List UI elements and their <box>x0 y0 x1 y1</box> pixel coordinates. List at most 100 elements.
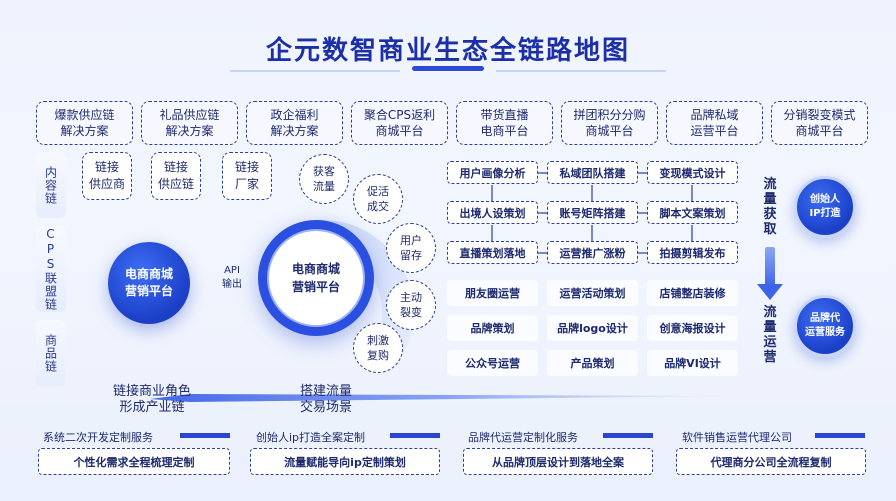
satellite-line1: 主动 <box>400 291 422 304</box>
left-platform-line1: 电商商城 <box>124 267 173 281</box>
service-official-account: 公众号运营 <box>447 350 538 376</box>
side-label-product-chain: 商品链 <box>36 320 66 386</box>
brand-line1: 创始人 <box>810 194 840 205</box>
solution-line2: 电商平台 <box>480 124 529 138</box>
founder-ip-circle[interactable]: 创始人 IP打造 <box>794 176 856 238</box>
industry-chain-line1: 链接商业角色 <box>112 384 191 399</box>
solution-box[interactable]: 带货直播 电商平台 <box>456 101 553 145</box>
flow-operation-label: 流量运营 <box>763 305 777 365</box>
link-factory-button[interactable]: 链接 厂家 <box>222 152 272 200</box>
task-persona-planning[interactable]: 出境人设策划 <box>447 201 538 224</box>
api-output-label: API 输出 <box>212 264 252 292</box>
bottom-service-label: 软件销售运营代理公司 <box>682 431 792 444</box>
service-vi-design: 品牌VI设计 <box>647 350 738 376</box>
service-moments-ops: 朋友圈运营 <box>447 280 538 306</box>
satellite-line1: 用户 <box>400 234 422 247</box>
trade-scene-label: 搭建流量 交易场景 <box>288 384 364 416</box>
satellite-line1: 刺激 <box>367 334 389 347</box>
link-supply-chain-button[interactable]: 链接 供应链 <box>151 152 201 200</box>
satellite-acquire-traffic[interactable]: 获客 流量 <box>299 154 349 204</box>
bottom-service-box[interactable]: 从品牌顶层设计到落地全案 <box>463 448 653 475</box>
link-line2: 供应链 <box>157 177 194 191</box>
center-platform-line1: 电商商城 <box>291 262 340 276</box>
service-event-planning: 运营活动策划 <box>547 280 638 306</box>
page-title: 企元数智商业生态全链路地图 <box>265 36 630 66</box>
service-brand-planning: 品牌策划 <box>447 315 538 341</box>
task-user-profiling[interactable]: 用户画像分析 <box>447 161 538 184</box>
flow-acquisition-label: 流量获取 <box>763 177 777 237</box>
service-poster-design: 创意海报设计 <box>647 315 738 341</box>
flow-arrow-down-icon <box>757 284 783 300</box>
link-line1: 链接 <box>163 160 188 174</box>
bottom-service-box[interactable]: 个性化需求全程梳理定制 <box>38 448 230 475</box>
satellite-active-fission[interactable]: 主动 裂变 <box>386 280 436 330</box>
satellite-line1: 促活 <box>367 185 389 198</box>
brand-agency-circle[interactable]: 品牌代 运营服务 <box>794 295 856 357</box>
satellite-line1: 获客 <box>313 165 335 178</box>
solution-box[interactable]: 品牌私域 运营平台 <box>666 101 763 145</box>
brand-line2: 运营服务 <box>805 327 845 338</box>
satellite-line2: 裂变 <box>400 306 422 319</box>
bottom-service-bar <box>815 433 865 438</box>
task-connectors <box>491 172 693 254</box>
solution-line1: 政企福利 <box>270 108 319 122</box>
task-private-team[interactable]: 私域团队搭建 <box>547 161 638 184</box>
solution-box[interactable]: 礼品供应链 解决方案 <box>141 101 238 145</box>
task-account-matrix[interactable]: 账号矩阵搭建 <box>547 201 638 224</box>
brand-line2: IP打造 <box>809 208 841 219</box>
bottom-service-label: 系统二次开发定制服务 <box>43 431 153 444</box>
service-product-planning: 产品策划 <box>547 350 638 376</box>
solution-box[interactable]: 聚合CPS返利 商城平台 <box>351 101 448 145</box>
link-supplier-button[interactable]: 链接 供应商 <box>82 152 132 200</box>
bottom-service-bar <box>390 433 440 438</box>
brand-line1: 品牌代 <box>810 313 840 324</box>
link-line2: 供应商 <box>88 177 125 191</box>
industry-chain-swoosh <box>150 394 740 402</box>
industry-chain-line2: 形成产业链 <box>119 400 185 415</box>
bottom-service-label: 品牌代运营定制化服务 <box>468 431 578 444</box>
solution-line1: 带货直播 <box>480 108 529 122</box>
satellite-line2: 留存 <box>400 249 422 262</box>
bottom-service-box[interactable]: 代理商分公司全流程复制 <box>676 448 866 475</box>
task-live-planning[interactable]: 直播策划落地 <box>447 241 538 264</box>
task-script-planning[interactable]: 脚本文案策划 <box>647 201 738 224</box>
solution-line2: 商城平台 <box>585 124 634 138</box>
task-shoot-edit-publish[interactable]: 拍摄剪辑发布 <box>647 241 738 264</box>
solution-line2: 解决方案 <box>270 124 319 138</box>
flow-arrow-shaft <box>765 247 775 287</box>
solution-box[interactable]: 政企福利 解决方案 <box>246 101 343 145</box>
industry-chain-label: 链接商业角色 形成产业链 <box>102 384 202 416</box>
task-promotion-growth[interactable]: 运营推广涨粉 <box>547 241 638 264</box>
solution-line2: 解决方案 <box>165 124 214 138</box>
center-platform-circle[interactable]: 电商商城 营销平台 <box>267 229 365 327</box>
link-line2: 厂家 <box>234 177 259 191</box>
satellite-activate-convert[interactable]: 促活 成交 <box>353 174 403 224</box>
trade-scene-line1: 搭建流量 <box>299 384 352 399</box>
solution-line1: 礼品供应链 <box>159 108 220 122</box>
service-logo-design: 品牌logo设计 <box>547 315 638 341</box>
service-store-decoration: 店铺整店装修 <box>647 280 738 306</box>
solution-box[interactable]: 爆款供应链 解决方案 <box>36 101 133 145</box>
api-line2: 输出 <box>222 279 242 290</box>
solution-line1: 爆款供应链 <box>54 108 115 122</box>
link-line1: 链接 <box>234 160 259 174</box>
satellite-repurchase[interactable]: 刺激 复购 <box>353 323 403 373</box>
bottom-service-label: 创始人ip打造全案定制 <box>256 431 366 444</box>
solution-line2: 商城平台 <box>795 124 844 138</box>
task-monetization-design[interactable]: 变现模式设计 <box>647 161 738 184</box>
left-platform-line2: 营销平台 <box>124 284 173 298</box>
solution-line1: 品牌私域 <box>690 108 739 122</box>
satellite-line2: 复购 <box>367 349 389 362</box>
satellite-user-retention[interactable]: 用户 留存 <box>386 223 436 273</box>
title-underline <box>412 66 484 71</box>
solution-box[interactable]: 拼团积分分购 商城平台 <box>561 101 658 145</box>
solution-line1: 聚合CPS返利 <box>363 108 436 122</box>
satellite-line2: 成交 <box>367 200 389 213</box>
title-divider-left <box>230 70 400 72</box>
solution-box[interactable]: 分销裂变模式 商城平台 <box>771 101 868 145</box>
bottom-service-box[interactable]: 流量赋能导向ip定制策划 <box>250 448 440 475</box>
side-label-cps-chain: CPS联盟链 <box>36 226 66 312</box>
link-line1: 链接 <box>94 160 119 174</box>
solution-line2: 解决方案 <box>60 124 109 138</box>
left-platform-circle[interactable]: 电商商城 营销平台 <box>108 242 190 324</box>
